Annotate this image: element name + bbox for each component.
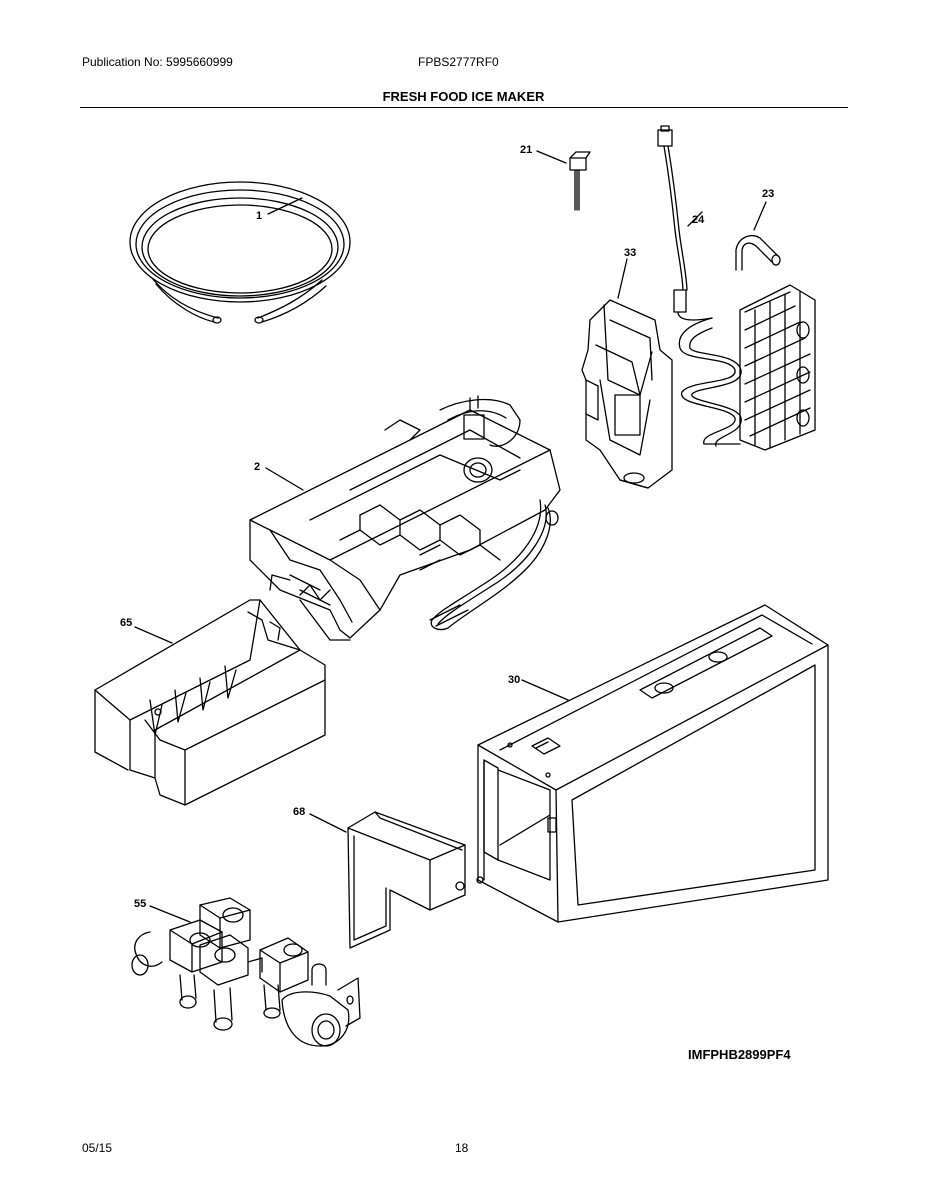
part-21-connector	[569, 151, 591, 211]
callout-30: 30	[508, 674, 520, 686]
callout-65: 65	[120, 617, 132, 629]
page-number: 18	[455, 1141, 469, 1155]
callout-24: 24	[692, 214, 705, 226]
part-23-evaporator	[678, 235, 816, 451]
part-30-housing	[476, 604, 829, 923]
header-rule	[80, 107, 848, 108]
callout-55: 55	[134, 898, 146, 910]
callout-21: 21	[520, 144, 532, 156]
part-1-tubing	[129, 181, 351, 324]
callout-68: 68	[293, 806, 305, 818]
callout-2: 2	[254, 461, 260, 473]
part-2-ice-maker	[249, 395, 561, 641]
part-24-harness	[657, 125, 713, 321]
figure-code: IMFPHB2899PF4	[688, 1047, 791, 1062]
footer-date: 05/15	[82, 1141, 113, 1155]
part-65-ice-bin	[94, 599, 326, 806]
callout-23: 23	[762, 188, 774, 200]
publication-number: Publication No: 5995660999	[82, 55, 233, 69]
part-55-water-valve	[131, 897, 361, 1047]
callout-1: 1	[256, 210, 262, 222]
part-33-fan-housing	[581, 299, 673, 489]
callout-33: 33	[624, 247, 636, 259]
page-title: FRESH FOOD ICE MAKER	[382, 89, 545, 104]
model-number: FPBS2777RF0	[418, 55, 499, 69]
part-68-cover	[347, 811, 466, 949]
